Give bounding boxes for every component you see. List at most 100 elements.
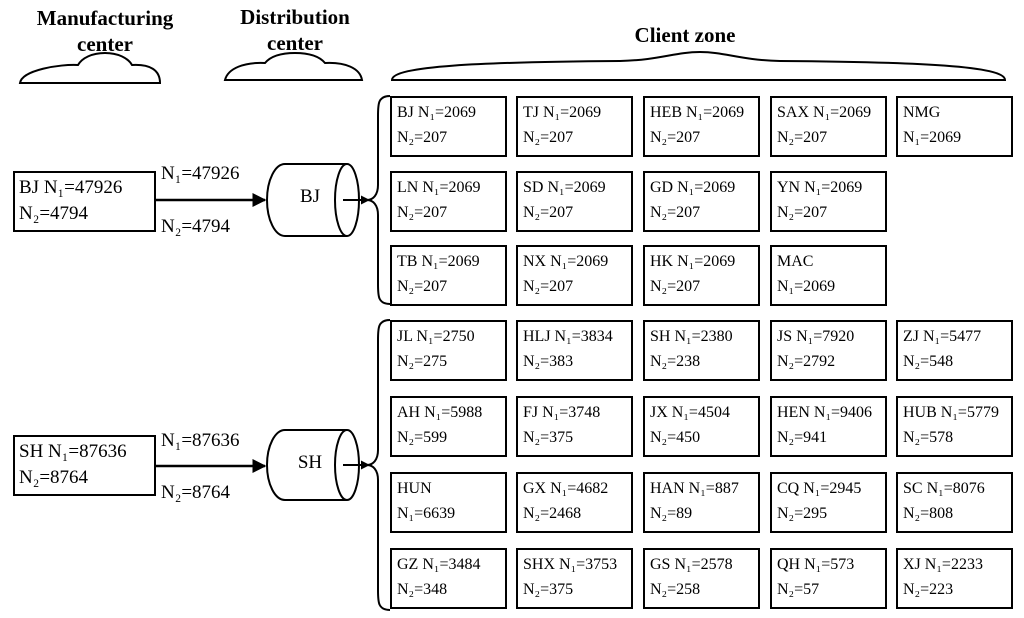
client-box-line2: N₂=450 — [650, 429, 701, 446]
sh-flow-n2-label: N₂=8764 — [161, 482, 231, 503]
client-box-line1: SD N₁=2069 — [523, 179, 606, 196]
client-box-line2: N₂=207 — [650, 129, 701, 146]
client-box-line2: N₂=2792 — [777, 353, 836, 370]
client-box-line2: N₂=599 — [397, 429, 448, 446]
client-box-line2: N₂=57 — [777, 581, 820, 598]
client-box-line2: N₂=238 — [650, 353, 701, 370]
client-box-line2: N₁=6639 — [397, 505, 456, 522]
client-box-line1: HUB N₁=5779 — [903, 404, 999, 421]
client-box-line1: SHX N₁=3753 — [523, 556, 618, 573]
client-box-line1: HLJ N₁=3834 — [523, 328, 613, 345]
distribution-bj-label: BJ — [299, 186, 321, 207]
client-box-line1: HUN — [397, 480, 432, 497]
bj-client-brace — [366, 95, 391, 305]
client-box-line1: CQ N₁=2945 — [777, 480, 862, 497]
sh-client-brace — [366, 319, 391, 611]
header-manufacturing-center: Manufacturing center — [10, 5, 200, 57]
client-box-line1: NX N₁=2069 — [523, 253, 609, 270]
bj-flow-n1-label: N₁=47926 — [161, 163, 240, 184]
client-box-line1: GS N₁=2578 — [650, 556, 733, 573]
client-box-line2: N₂=207 — [397, 204, 448, 221]
client-box-line2: N₂=375 — [523, 581, 574, 598]
sh-flow-n1-label: N₁=87636 — [161, 430, 240, 451]
distribution-sh-label: SH — [297, 452, 323, 473]
client-box-line1: JX N₁=4504 — [650, 404, 730, 421]
client-box-bj-2-3: MAC N₁=2069 — [770, 245, 887, 306]
client-box-line2: N₂=223 — [903, 581, 954, 598]
client-box-line2: N₂=2468 — [523, 505, 582, 522]
client-box-line1: JS N₁=7920 — [777, 328, 855, 345]
client-box-line2: N₁=2069 — [777, 278, 836, 295]
client-box-line1: SC N₁=8076 — [903, 480, 985, 497]
manufacturer-bj-box: BJ N₁=47926 N₂=4794 — [13, 171, 156, 232]
distribution-bj-cylinder — [266, 163, 360, 237]
client-box-line2: N₂=348 — [397, 581, 448, 598]
client-box-line1: QH N₁=573 — [777, 556, 855, 573]
client-box-line1: JL N₁=2750 — [397, 328, 475, 345]
client-box-line2: N₂=941 — [777, 429, 828, 446]
client-box-line1: XJ N₁=2233 — [903, 556, 983, 573]
client-box-line1: HEB N₁=2069 — [650, 104, 745, 121]
client-box-line2: N₂=207 — [650, 278, 701, 295]
client-box-line2: N₂=89 — [650, 505, 693, 522]
client-box-line2: N₂=578 — [903, 429, 954, 446]
client-box-line2: N₂=207 — [650, 204, 701, 221]
client-box-line2: N₂=295 — [777, 505, 828, 522]
client-box-line2: N₂=808 — [903, 505, 954, 522]
client-box-line1: FJ N₁=3748 — [523, 404, 601, 421]
client-box-line1: MAC — [777, 253, 814, 270]
header-client-zone-label: Client zone — [634, 23, 736, 47]
client-box-line1: TJ N₁=2069 — [523, 104, 602, 121]
header-distribution-line2: center — [267, 31, 323, 55]
manufacturer-sh-n1: SH N₁=87636 — [19, 441, 127, 462]
client-box-line2: N₂=375 — [523, 429, 574, 446]
client-box-line2: N₂=383 — [523, 353, 574, 370]
client-box-line1: GX N₁=4682 — [523, 480, 609, 497]
bj-flow-n2-label: N₂=4794 — [161, 216, 231, 237]
client-box-line2: N₂=258 — [650, 581, 701, 598]
client-box-line1: TB N₁=2069 — [397, 253, 480, 270]
client-box-line1: HEN N₁=9406 — [777, 404, 873, 421]
header-distribution-line1: Distribution — [240, 5, 350, 29]
client-box-line1: GZ N₁=3484 — [397, 556, 481, 573]
client-box-line1: BJ N₁=2069 — [397, 104, 477, 121]
client-box-line1: AH N₁=5988 — [397, 404, 483, 421]
manufacturer-sh-n2: N₂=8764 — [19, 467, 89, 488]
client-box-line1: LN N₁=2069 — [397, 179, 481, 196]
client-box-line2: N₂=207 — [523, 204, 574, 221]
distribution-arch — [223, 51, 364, 81]
client-box-line2: N₂=548 — [903, 353, 954, 370]
client-zone-arch — [390, 50, 1007, 81]
client-box-line2: N₂=207 — [523, 278, 574, 295]
client-box-line2: N₂=207 — [777, 129, 828, 146]
header-client-zone: Client zone — [560, 22, 810, 48]
